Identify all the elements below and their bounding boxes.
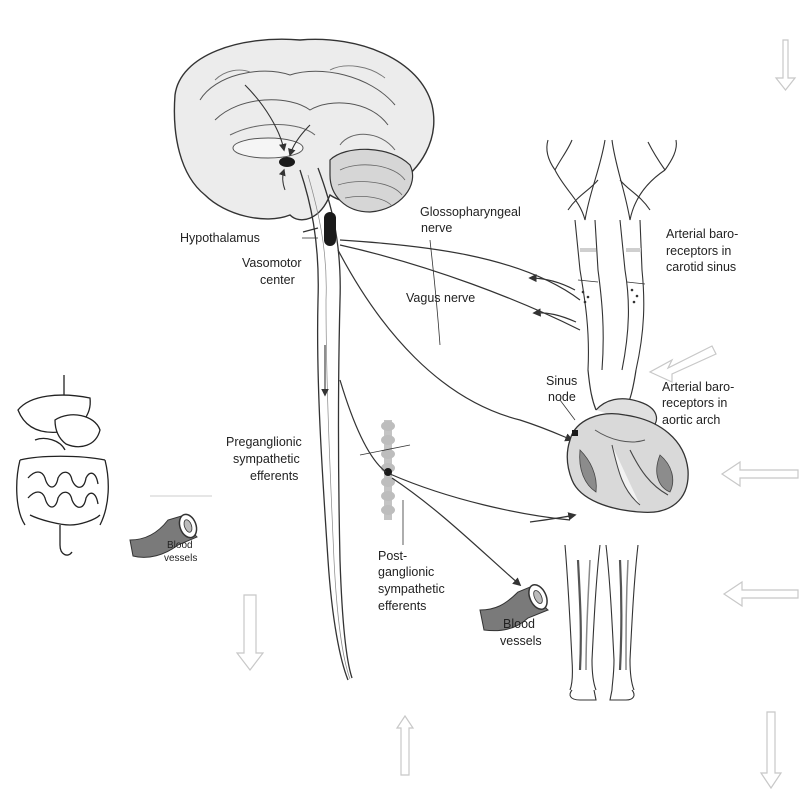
baroreceptor-dots [582, 289, 639, 412]
glossopharyngeal-label-1: Glossopharyngeal [420, 205, 521, 219]
preganglionic-label-3: efferents [250, 469, 298, 483]
blood-vessels-right-label-2: vessels [500, 634, 542, 648]
carotid-label-1: Arterial baro- [666, 227, 738, 241]
sinus-node-label-1: Sinus [546, 374, 577, 388]
blood-vessels-right-label-1: Blood [503, 617, 535, 631]
vasomotor-center-marker [324, 212, 336, 246]
legs [565, 545, 638, 700]
aortic-label-2: receptors in [662, 396, 727, 410]
vagus-nerve-label: Vagus nerve [406, 291, 475, 305]
nerve-pathways [302, 228, 580, 585]
postganglionic-label-4: efferents [378, 599, 426, 613]
blood-vessels-left-label-1: Blood [167, 540, 193, 551]
postganglionic-label-3: sympathetic [378, 582, 445, 596]
preganglionic-label-2: sympathetic [233, 452, 300, 466]
preganglionic-label-1: Preganglionic [226, 435, 302, 449]
faint-line [150, 495, 212, 497]
aortic-label-3: aortic arch [662, 413, 720, 427]
carotid-label-3: carotid sinus [666, 260, 736, 274]
aortic-label-1: Arterial baro- [662, 380, 734, 394]
hypothalamus-label: Hypothalamus [180, 231, 260, 245]
postganglionic-label-2: ganglionic [378, 565, 434, 579]
carotid-arteries [547, 140, 677, 370]
postganglionic-label-1: Post- [378, 549, 407, 563]
sinus-node-label-2: node [548, 390, 576, 404]
carotid-label-2: receptors in [666, 244, 731, 258]
sinus-node-marker [572, 430, 578, 436]
blood-vessels-left-label-2: vessels [164, 553, 197, 564]
spinal-cord [300, 168, 352, 680]
vasomotor-label-1: Vasomotor [242, 256, 302, 270]
vasomotor-label-2: center [260, 273, 295, 287]
glossopharyngeal-label-2: nerve [421, 221, 452, 235]
digestive-organs-icon [17, 375, 109, 555]
brain [174, 39, 433, 220]
